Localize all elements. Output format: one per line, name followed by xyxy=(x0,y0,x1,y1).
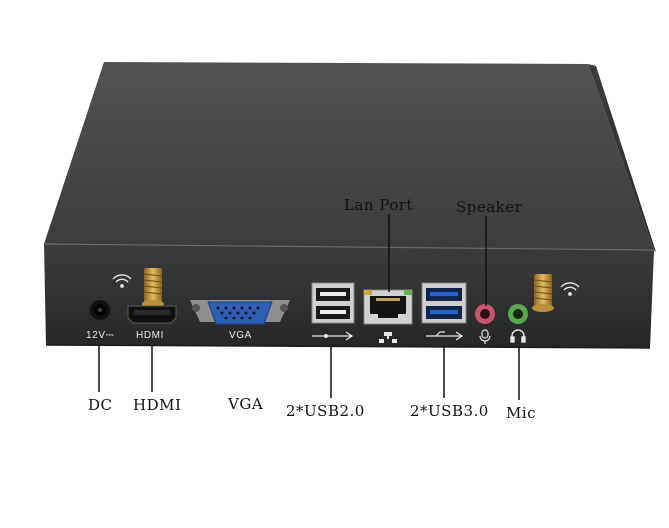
wifi-icon-right xyxy=(560,282,580,296)
callout-lan-port: Lan Port xyxy=(344,196,414,214)
case-top-surface xyxy=(44,62,654,250)
callout-mic: Mic xyxy=(506,404,537,422)
headphone-icon xyxy=(510,329,526,343)
callout-dc: DC xyxy=(88,396,113,414)
speaker-jack xyxy=(475,304,495,324)
panel-label-hdmi: HDMI xyxy=(136,330,164,341)
usb2-ports xyxy=(311,282,355,324)
case-edge-highlight xyxy=(43,243,655,251)
case-bottom-edge xyxy=(45,344,651,349)
microphone-icon xyxy=(479,329,491,344)
lan-port xyxy=(363,289,413,325)
usb-icon xyxy=(426,331,464,341)
callout-speaker: Speaker xyxy=(456,198,523,216)
case-right-side xyxy=(588,64,656,252)
antenna-left xyxy=(142,268,164,308)
callout-usb3: 2*USB3.0 xyxy=(410,402,489,420)
usb-ss-icon xyxy=(312,331,354,341)
hdmi-port xyxy=(127,305,177,324)
antenna-right xyxy=(532,274,554,312)
mic-jack xyxy=(508,304,528,324)
panel-label-dc: 12V⎓ xyxy=(86,330,115,341)
panel-label-vga: VGA xyxy=(229,330,252,341)
callout-vga: VGA xyxy=(228,395,264,413)
callout-hdmi: HDMI xyxy=(133,396,182,414)
wifi-icon xyxy=(112,274,132,288)
vga-port xyxy=(190,300,290,325)
dc-power-jack xyxy=(90,300,110,320)
callout-usb2: 2*USB2.0 xyxy=(286,402,365,420)
network-icon xyxy=(379,332,397,343)
usb3-ports xyxy=(421,282,467,324)
